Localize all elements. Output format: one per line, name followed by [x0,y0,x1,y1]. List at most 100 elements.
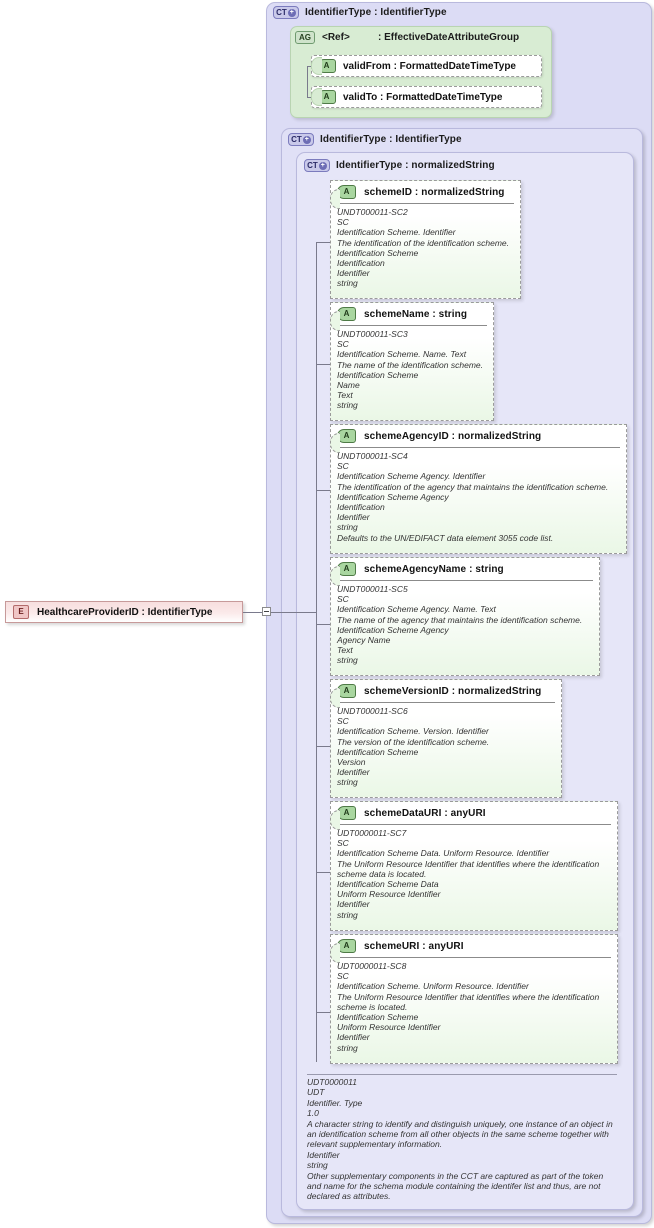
attribute-card-header: A schemeName : string [331,303,493,325]
doc-line: string [337,278,358,289]
doc-line: Identification [337,502,385,513]
attributegroup-icon: AG [295,31,315,44]
divider [337,447,620,448]
annotation-divider [307,1074,617,1075]
doc-line: SC [337,339,349,350]
ct-label: CT [307,160,318,170]
doc-line: UNDT000011-SC6 [337,706,408,716]
attributes-connector-branch [316,1012,330,1013]
attribute-card-schemeID[interactable]: A schemeID : normalizedString UNDT000011… [330,180,521,299]
attribute-validFrom[interactable]: A validFrom : FormattedDateTimeType [311,55,542,77]
attributegroup-type-label: : EffectiveDateAttributeGroup [378,32,520,43]
attribute-card-header: A schemeURI : anyURI [331,935,617,957]
attribute-card-header: A schemeAgencyName : string [331,558,599,580]
doc-line: string [337,1042,358,1053]
doc-line: Agency Name [337,635,391,646]
doc-line: SC [337,716,349,727]
attribute-card-schemeDataURI[interactable]: A schemeDataURI : anyURI UDT0000011-SC7 … [330,801,618,931]
doc-line: Identification Scheme Agency. Name. Text [337,604,496,615]
attributes-connector-spine [316,242,317,1062]
attribute-card-schemeVersionID[interactable]: A schemeVersionID : normalizedString UND… [330,679,562,798]
attribute-card-title: schemeDataURI : anyURI [364,807,486,819]
complextype-inner-header[interactable]: CT+ IdentifierType : IdentifierType [288,133,462,146]
attributes-connector-branch [316,872,330,873]
attributes-connector-branch [316,364,330,365]
annot-line: UDT0000011 [307,1077,357,1087]
attribute-validTo[interactable]: A validTo : FormattedDateTimeType [311,86,542,108]
attribute-card-header: A schemeDataURI : anyURI [331,802,617,824]
attribute-card-schemeName[interactable]: A schemeName : string UNDT000011-SC3 SC … [330,302,494,421]
element-to-type-connector [243,612,262,613]
attributes-connector-branch [316,746,330,747]
doc-line: SC [337,594,349,605]
attribute-notch [330,810,340,830]
attribute-card-header: A schemeID : normalizedString [331,181,520,203]
doc-line: Identifier [337,512,370,523]
doc-line: The identification of the identification… [337,237,509,248]
annot-line: Identifier. Type [307,1097,363,1108]
doc-line: The identification of the agency that ma… [337,481,609,492]
divider [337,957,611,958]
annot-line: string [307,1160,328,1171]
doc-line: Identification Scheme. Uniform Resource.… [337,981,529,992]
doc-line: The Uniform Resource Identifier that ide… [337,991,600,1012]
doc-line: The Uniform Resource Identifier that ide… [337,858,600,879]
complextype-outer-header[interactable]: CT+ IdentifierType : IdentifierType [273,6,447,19]
attribute-card-title: schemeAgencyID : normalizedString [364,430,542,442]
type-connector [271,612,316,613]
attribute-card-schemeURI[interactable]: A schemeURI : anyURI UDT0000011-SC8 SC I… [330,934,618,1064]
doc-line: Identification Scheme. Version. Identifi… [337,726,489,737]
attribute-icon: A [337,307,356,321]
attribute-documentation: UNDT000011-SC4 SC Identification Scheme … [331,448,626,548]
collapse-toggle-handle[interactable] [262,607,271,616]
doc-line: The name of the agency that maintains th… [337,614,583,625]
complextype-innermost-header[interactable]: CT+ IdentifierType : normalizedString [304,159,495,172]
doc-line: UDT0000011-SC7 [337,828,407,838]
ct-label: CT [276,7,287,17]
doc-line: Identifier [337,899,370,910]
attribute-card-title: schemeURI : anyURI [364,940,464,952]
attribute-card-title: schemeName : string [364,308,468,320]
doc-line: Identification [337,258,385,269]
attribute-card-schemeAgencyName[interactable]: A schemeAgencyName : string UNDT000011-S… [330,557,600,676]
doc-line: Identification Scheme [337,746,419,757]
divider [337,824,611,825]
doc-line: string [337,522,358,533]
complextype-icon: CT+ [288,133,314,146]
doc-line: Identification Scheme. Name. Text [337,349,467,360]
doc-line: Identification Scheme [337,369,419,380]
attribute-notch [330,189,340,209]
attributegroup-header[interactable]: AG <Ref> : EffectiveDateAttributeGroup [295,31,519,44]
ag-connector-spine [307,66,308,98]
attribute-notch [330,311,340,331]
complextype-inner-title: IdentifierType : IdentifierType [320,134,462,145]
attribute-documentation: UNDT000011-SC6 SC Identification Scheme.… [331,703,561,793]
doc-line: Text [337,645,353,656]
attribute-notch [330,433,340,453]
element-icon: E [13,605,29,619]
attribute-card-schemeAgencyID[interactable]: A schemeAgencyID : normalizedString UNDT… [330,424,627,554]
doc-line: Text [337,390,353,401]
doc-line: UNDT000011-SC5 [337,584,408,594]
annot-line: 1.0 [307,1108,319,1119]
attribute-validTo-label: validTo : FormattedDateTimeType [343,91,503,103]
attributegroup-ref-label: <Ref> [322,32,350,43]
complextype-outer-title: IdentifierType : IdentifierType [305,7,447,18]
attribute-documentation: UNDT000011-SC5 SC Identification Scheme … [331,581,599,671]
annot-line: Other supplementary components in the CC… [307,1170,604,1202]
doc-line: Identification Scheme [337,1012,419,1023]
doc-line: SC [337,838,349,849]
doc-line: string [337,909,358,920]
annot-line: Identifier [307,1149,340,1160]
doc-line: Version [337,757,366,768]
doc-line: SC [337,461,349,472]
doc-line: Identification Scheme [337,247,419,258]
annot-line: UDT [307,1087,325,1098]
element-HealthcareProviderID[interactable]: E HealthcareProviderID : IdentifierType [5,601,243,623]
doc-line: UNDT000011-SC3 [337,329,408,339]
complextype-icon: CT+ [273,6,299,19]
attribute-documentation: UNDT000011-SC3 SC Identification Scheme.… [331,326,493,416]
attribute-notch [311,57,322,75]
attribute-documentation: UNDT000011-SC2 SC Identification Scheme.… [331,204,520,294]
doc-line: Identifier [337,767,370,778]
